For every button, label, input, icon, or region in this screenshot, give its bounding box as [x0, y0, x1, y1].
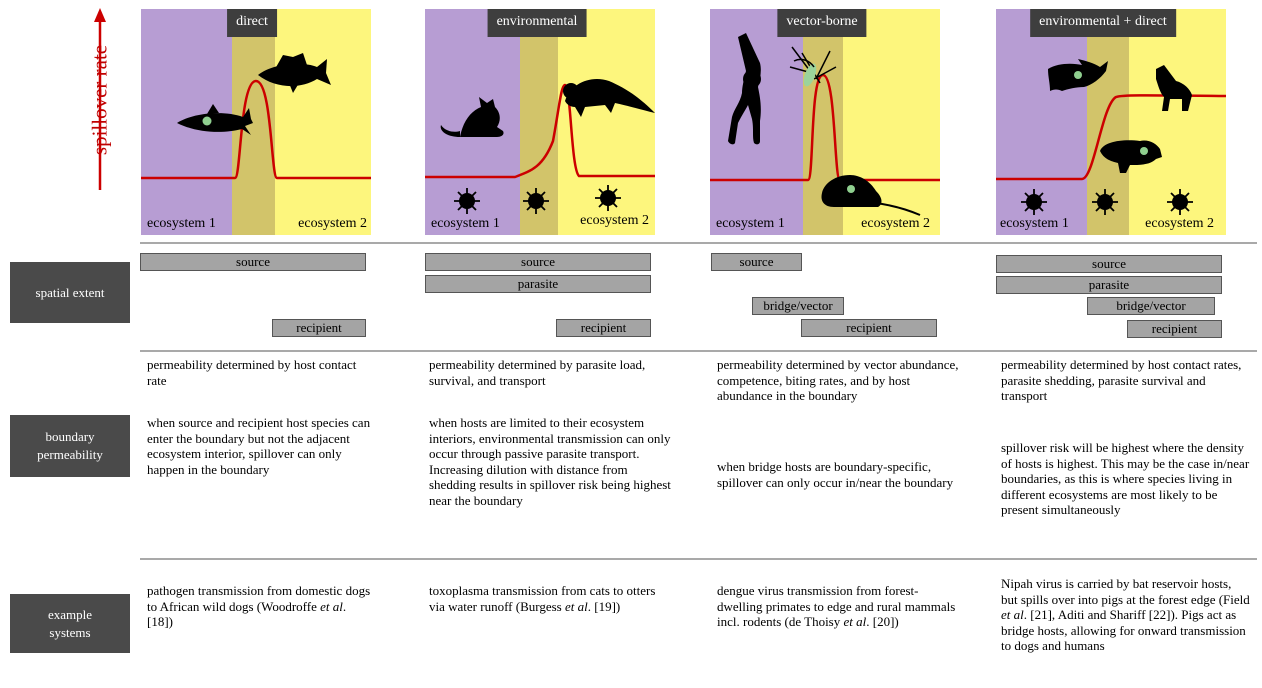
extent-bar-bridge-vector: bridge/vector: [1087, 297, 1215, 315]
row-label-example-systems: example systems: [10, 594, 130, 653]
panel-title: direct: [227, 9, 277, 37]
divider: [140, 350, 1257, 352]
example-system: toxoplasma transmission from cats to ott…: [429, 583, 656, 614]
ecosystem-1-label: ecosystem 1: [147, 216, 216, 231]
panel-vector-borne: vector-borne ecosystem 1 ecosystem 2: [710, 9, 940, 235]
y-axis-label-wrap: spillover rate: [60, 10, 140, 190]
extent-bar-parasite: parasite: [425, 275, 651, 293]
rodent-icon: [821, 175, 921, 216]
divider: [140, 558, 1257, 560]
spillover-curve: [710, 73, 940, 182]
permeability-explanation: spillover risk will be highest where the…: [1001, 440, 1250, 517]
y-axis-label: spillover rate: [87, 44, 112, 156]
extent-bar-source: source: [996, 255, 1222, 273]
permeability-explanation: when hosts are limited to their ecosyste…: [429, 415, 671, 508]
divider: [140, 242, 1257, 244]
extent-bar-source: source: [140, 253, 366, 271]
panel-vector-borne-art: [710, 33, 940, 216]
panel-title: environmental + direct: [1030, 9, 1176, 37]
extent-bar-recipient: recipient: [556, 319, 651, 337]
panel-environmental: environmental ecosystem 1 ecosystem 2: [425, 9, 655, 235]
shark-icon: [177, 104, 253, 135]
permeability-explanation: when source and recipient host species c…: [147, 415, 371, 477]
mosquito-icon: [789, 46, 837, 87]
permeability-explanation: when bridge hosts are boundary-specific,…: [717, 459, 954, 490]
extent-bar-bridge-vector: bridge/vector: [752, 297, 844, 315]
spillover-curve: [141, 79, 371, 180]
extent-bar-recipient: recipient: [801, 319, 937, 337]
ecosystem-2-label: ecosystem 2: [861, 216, 930, 231]
ecosystem-2-region: [275, 9, 371, 235]
pig-icon: [1100, 140, 1162, 173]
wild-dog-icon: [1156, 65, 1192, 111]
permeability-determinants: permeability determined by host contact …: [1001, 357, 1242, 403]
bass-fish-icon: [258, 53, 331, 93]
ecosystem-1-label: ecosystem 1: [1000, 216, 1069, 231]
example-system: Nipah virus is carried by bat reservoir …: [1001, 576, 1250, 653]
panel-title: environmental: [487, 9, 587, 37]
panel-direct-art: [141, 53, 371, 180]
ecosystem-1-label: ecosystem 1: [716, 216, 785, 231]
y-axis-arrow: [94, 8, 106, 190]
spillover-curve: [996, 94, 1226, 181]
panel-direct: direct ecosystem 1 ecosystem 2: [141, 9, 371, 235]
example-system: pathogen transmission from domestic dogs…: [147, 583, 371, 629]
permeability-determinants: permeability determined by host contact …: [147, 357, 357, 388]
ecosystem-2-label: ecosystem 2: [1145, 216, 1214, 231]
extent-bar-source: source: [425, 253, 651, 271]
extent-bar-recipient: recipient: [1127, 320, 1222, 338]
spillover-curve: [425, 83, 655, 179]
ecosystem-2-label: ecosystem 2: [298, 216, 367, 231]
cat-icon: [440, 97, 504, 137]
bat-icon: [1048, 59, 1108, 91]
ecosystem-1-label: ecosystem 1: [431, 216, 500, 231]
permeability-determinants: permeability determined by vector abunda…: [717, 357, 959, 403]
panel-environmental-direct-art: [996, 59, 1226, 215]
primate-icon: [728, 33, 761, 145]
panel-environmental-direct: environmental + direct ecosystem 1 ecosy…: [996, 9, 1226, 235]
extent-bar-parasite: parasite: [996, 276, 1222, 294]
example-system: dengue virus transmission from forest-dw…: [717, 583, 956, 629]
extent-bar-recipient: recipient: [272, 319, 366, 337]
otter-icon: [563, 79, 655, 117]
ecosystem-1-region: [996, 9, 1087, 235]
row-label-spatial-extent: spatial extent: [10, 262, 130, 323]
row-label-boundary-permeability: boundary permeability: [10, 415, 130, 477]
panel-title: vector-borne: [777, 9, 867, 37]
panel-environmental-art: [425, 79, 655, 214]
permeability-determinants: permeability determined by parasite load…: [429, 357, 646, 388]
extent-bar-source: source: [711, 253, 802, 271]
ecosystem-2-label: ecosystem 2: [580, 213, 649, 228]
